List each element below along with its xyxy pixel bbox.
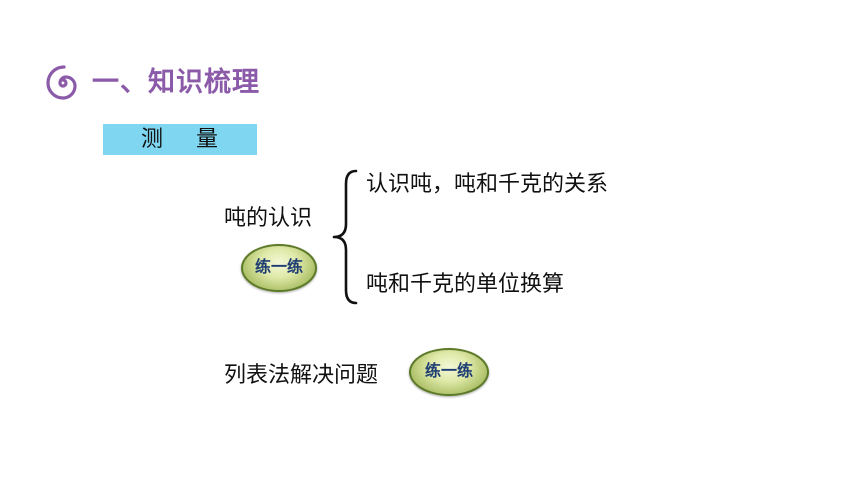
ton-heading: 吨的认识	[224, 206, 313, 231]
practice-button-label: 练一练	[424, 361, 473, 380]
spiral-icon	[46, 65, 77, 100]
section-title: 一、知识梳理	[92, 67, 260, 98]
ton-branch-2: 吨和千克的单位换算	[366, 272, 565, 297]
practice-button-label: 练一练	[254, 257, 303, 276]
topic-tag: 测 量	[103, 124, 257, 155]
table-method-practice-button[interactable]: 练一练	[409, 348, 489, 396]
ton-branch-1: 认识吨，吨和千克的关系	[366, 172, 609, 197]
ton-practice-button[interactable]: 练一练	[241, 244, 317, 292]
brace-icon	[332, 169, 358, 305]
table-method-heading: 列表法解决问题	[224, 363, 379, 388]
